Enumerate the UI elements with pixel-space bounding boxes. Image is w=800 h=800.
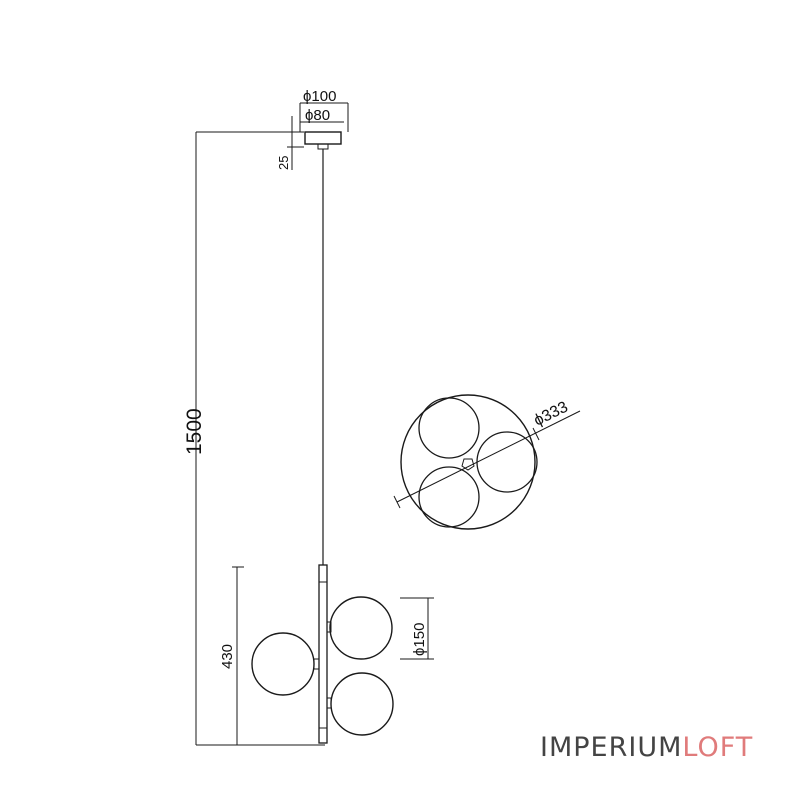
brand-logo: IMPERIUMLOFT — [540, 734, 753, 761]
canopy-diameter-dimension — [299, 102, 349, 132]
top-view-globe-2 — [476, 431, 538, 493]
globes-front-view — [251, 596, 394, 736]
top-view — [393, 394, 581, 530]
total-height-dimension — [195, 131, 325, 746]
canopy-diameter-label: ϕ100 — [303, 88, 336, 105]
total-height-label: 1500 — [183, 408, 206, 455]
top-view-hub — [461, 458, 475, 471]
brand-logo-part1: IMPERIUM — [540, 732, 683, 763]
overall-diameter-line — [396, 410, 581, 503]
brand-logo-part2: LOFT — [682, 732, 754, 763]
globe-top — [329, 596, 393, 660]
globe-diameter-dimension — [400, 597, 434, 660]
lamp-stem — [318, 564, 328, 744]
globe-bottom — [330, 672, 394, 736]
lamp-height-label: 430 — [219, 644, 236, 669]
top-view-globe-3 — [418, 466, 480, 528]
canopy-height-label: 25 — [276, 156, 291, 170]
globe-middle — [251, 632, 315, 696]
canopy — [304, 131, 342, 150]
globe-diameter-label: ϕ150 — [411, 623, 428, 656]
top-view-globe-1 — [418, 397, 480, 459]
canopy-inner-diameter-label: ϕ80 — [305, 107, 330, 124]
lamp-height-dimension — [232, 566, 244, 745]
top-view-outer-circle — [400, 394, 536, 530]
